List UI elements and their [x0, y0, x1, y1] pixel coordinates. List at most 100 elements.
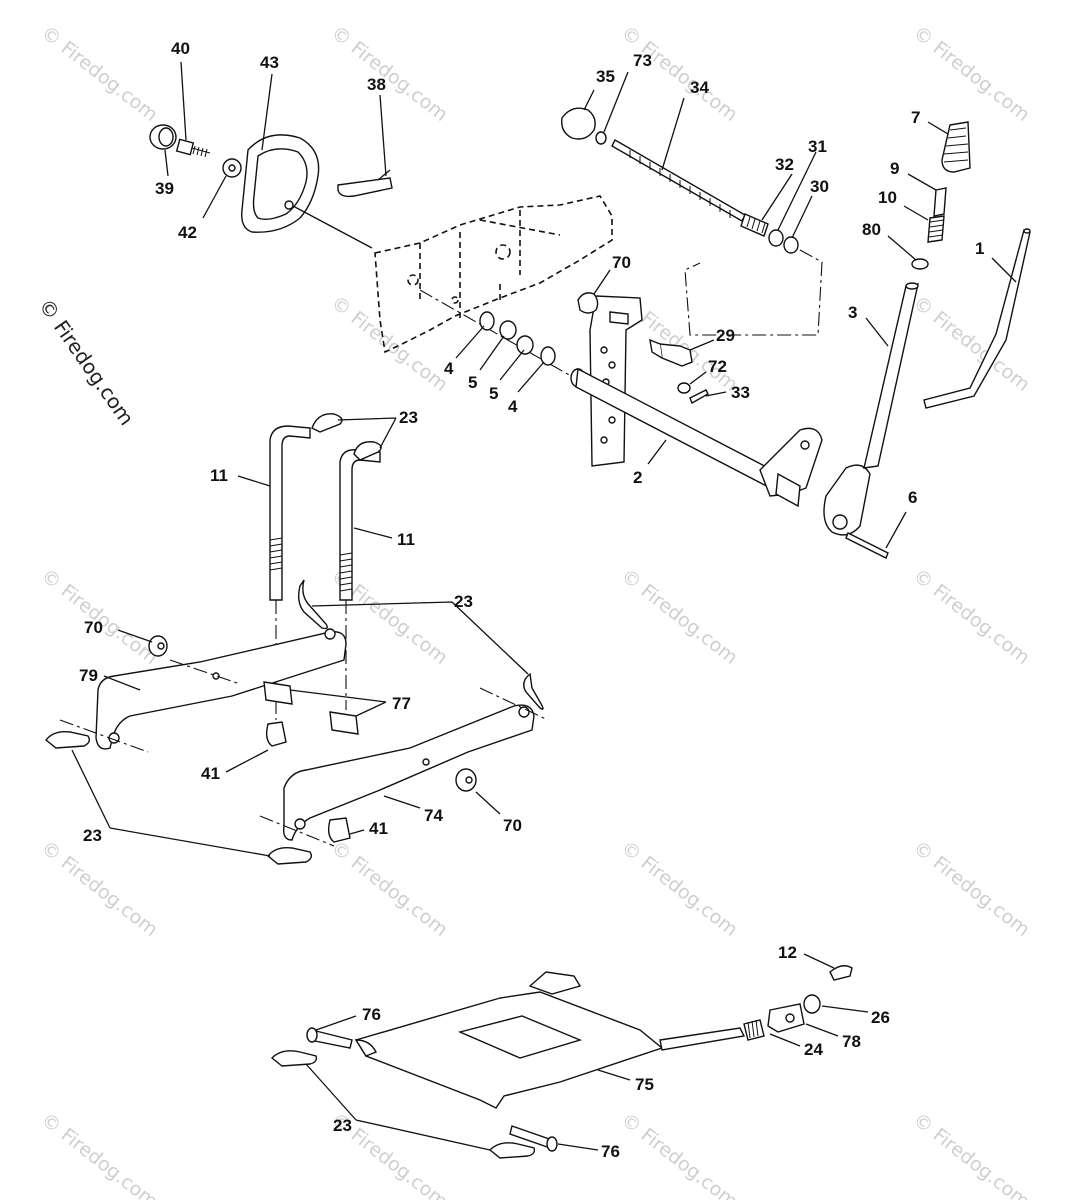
callout-2: 2 — [633, 468, 642, 487]
watermark-text: © Firedog.com — [37, 22, 162, 126]
leader-line — [689, 371, 707, 385]
handle-tube-part-3 — [863, 283, 919, 469]
clip-part-23 — [45, 730, 91, 749]
washer-part-5 — [516, 335, 534, 355]
rod-thread — [269, 537, 283, 571]
rod-part-11 — [339, 449, 381, 601]
nut-part-41 — [327, 817, 351, 843]
lever-part-1 — [923, 229, 1031, 409]
leader-line — [689, 339, 715, 351]
callout-32: 32 — [775, 155, 794, 174]
shaft-arm-hole — [800, 440, 810, 450]
washer-part-72 — [677, 382, 691, 394]
callout-12: 12 — [778, 943, 797, 962]
bar-hole — [518, 706, 530, 718]
leader-line — [821, 1005, 869, 1013]
clip-part-23 — [297, 579, 329, 630]
block-part-77 — [329, 711, 359, 735]
callout-1: 1 — [975, 239, 984, 258]
pin-part-6 — [845, 532, 889, 559]
leader-line — [885, 511, 907, 549]
leader-line — [337, 417, 397, 449]
watermark-text: © Firedog.com — [37, 837, 162, 941]
leader-line — [311, 601, 529, 675]
adjust-rod-assembly — [561, 107, 823, 336]
leader-line — [803, 953, 835, 969]
bracket-hole — [284, 200, 294, 210]
clip-part-38 — [337, 177, 393, 198]
watermark-text: © Firedog.com — [327, 292, 452, 396]
callout-3: 3 — [848, 303, 857, 322]
nut-part-70 — [577, 292, 599, 314]
leader-line — [261, 73, 273, 151]
callouts: 40 43 38 39 42 35 73 34 32 31 30 7 9 10 … — [79, 39, 984, 1161]
callout-70: 70 — [84, 618, 103, 637]
washer-hole — [228, 164, 236, 172]
callout-23: 23 — [83, 826, 102, 845]
rod-part-9 — [933, 187, 947, 217]
bar-hole — [324, 628, 336, 640]
callout-42: 42 — [178, 223, 197, 242]
callout-4: 4 — [444, 359, 454, 378]
leader-line — [907, 173, 937, 191]
handle-tube-top — [905, 282, 919, 290]
top-bolt — [528, 971, 582, 995]
lift-shaft-assembly — [570, 292, 889, 559]
leader-line — [71, 749, 271, 857]
mount-plate — [589, 295, 643, 467]
leader-line — [805, 1023, 839, 1037]
bolt-head — [306, 1027, 318, 1043]
side-watermark-text: © Firedog.com — [34, 294, 139, 430]
watermark-text: © Firedog.com — [617, 1109, 742, 1200]
callout-24: 24 — [804, 1040, 823, 1059]
mount-hole — [608, 416, 616, 424]
watermark-text: © Firedog.com — [909, 565, 1034, 669]
knob-inner — [158, 127, 174, 147]
bar-hole — [294, 818, 306, 830]
bar-part-79 — [95, 631, 347, 750]
spring-coils — [747, 1019, 759, 1039]
rod-part-11 — [269, 425, 311, 601]
callout-35: 35 — [596, 67, 615, 86]
callout-5: 5 — [468, 373, 477, 392]
plate-lip — [354, 1039, 377, 1057]
bar-part-74 — [282, 704, 535, 841]
mount-hole — [600, 346, 608, 354]
watermark-text: © Firedog.com — [617, 22, 742, 126]
drawbar-rod — [659, 1027, 746, 1051]
nut-hole — [465, 776, 473, 784]
watermark-text: © Firedog.com — [909, 837, 1034, 941]
callout-73: 73 — [633, 51, 652, 70]
washer-part-5 — [499, 320, 517, 340]
leader-line — [180, 61, 187, 141]
watermark-text: © Firedog.com — [327, 837, 452, 941]
bar-centerline — [59, 659, 549, 847]
clevis-hole — [785, 1013, 795, 1023]
watermark-text: © Firedog.com — [327, 22, 452, 126]
watermark-text: © Firedog.com — [37, 1109, 162, 1200]
callout-9: 9 — [890, 159, 899, 178]
leader-line — [117, 629, 153, 643]
washer-stack — [419, 289, 579, 381]
callout-23: 23 — [333, 1116, 352, 1135]
clip-leg — [377, 169, 391, 181]
spring-part-24 — [743, 1019, 765, 1041]
callout-70: 70 — [612, 253, 631, 272]
shaft-centerline — [419, 289, 579, 381]
callout-79: 79 — [79, 666, 98, 685]
leader-line — [647, 439, 667, 465]
leader-line — [887, 235, 917, 261]
leader-line — [603, 71, 629, 133]
leader-line — [593, 269, 611, 295]
grip-ridges — [943, 127, 969, 163]
nut-part-41 — [265, 721, 287, 747]
drawbar-assembly — [270, 965, 853, 1159]
spring-part-32 — [740, 213, 769, 237]
washer-part-31 — [768, 229, 784, 247]
clip-part-23 — [488, 1142, 536, 1159]
leader-line — [479, 335, 505, 371]
callout-74: 74 — [424, 806, 443, 825]
leader-line — [164, 149, 169, 177]
leader-lines — [71, 61, 1017, 1151]
pivot-stem — [649, 338, 663, 359]
